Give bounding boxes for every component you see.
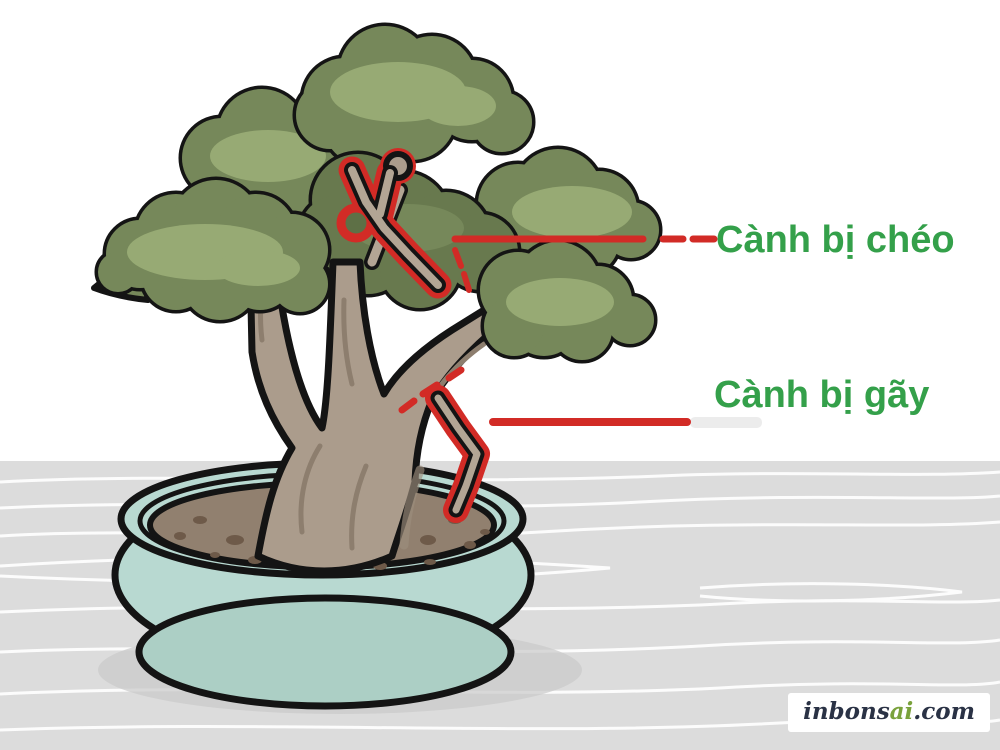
watermark-suffix: .com — [913, 698, 975, 725]
broken-branch-annotation — [398, 366, 490, 523]
leader-line-2-smudge — [690, 417, 762, 428]
tree-trunk — [246, 182, 512, 575]
pot-base — [135, 594, 515, 710]
watermark-prefix: inbons — [803, 698, 890, 725]
watermark-accent: ai — [889, 698, 914, 725]
cut-mark-dashes — [452, 247, 472, 293]
foliage-pad-right-lower — [476, 238, 658, 364]
foliage-pad-top — [292, 22, 536, 168]
watermark-badge: inbonsai.com — [788, 693, 990, 732]
foliage-pad-far-left — [91, 176, 332, 324]
broken-branch-label: Cành bị gãy — [714, 374, 929, 416]
crossed-branch-annotation — [336, 148, 472, 299]
trunk-shade — [399, 465, 425, 550]
broken-branch-leader — [489, 417, 762, 428]
crossed-branch-label: Cành bị chéo — [716, 219, 955, 261]
